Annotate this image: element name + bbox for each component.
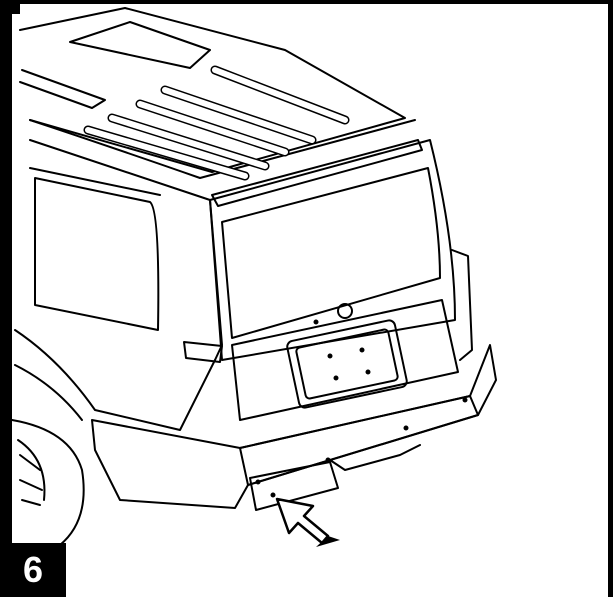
sunroof	[69, 21, 211, 69]
quarter-panel	[14, 329, 216, 431]
roof-outline	[19, 7, 406, 173]
roof-rib	[85, 127, 248, 179]
liftgate-handle	[337, 303, 353, 319]
side-window	[34, 177, 160, 331]
rear-wheel	[11, 419, 85, 546]
panel-border-right	[608, 0, 613, 597]
hitch-receiver-area	[249, 461, 339, 511]
bumper-step-pad	[239, 395, 479, 486]
liftgate-outline	[209, 139, 456, 361]
step-number-badge: 6	[0, 543, 66, 597]
license-plate	[295, 328, 399, 400]
body-side-top	[29, 139, 211, 201]
liftgate-lower	[231, 299, 459, 421]
tail-lamp-right	[451, 249, 473, 361]
license-plate-frame	[286, 319, 408, 409]
wheel-hub	[17, 439, 46, 501]
panel-border-top	[0, 0, 613, 4]
rear-bumper	[91, 344, 497, 509]
rear-spoiler	[211, 139, 423, 207]
bumper-recess	[329, 444, 421, 471]
side-window-inner	[29, 167, 161, 196]
panel-border-left	[0, 0, 12, 597]
roof-rib	[137, 101, 288, 155]
roof-rib	[212, 67, 348, 123]
roof-rib	[109, 115, 268, 169]
rear-window	[221, 167, 441, 339]
arrow-icon	[275, 497, 340, 547]
roof-rib	[162, 87, 315, 143]
roof-rear-edge	[29, 119, 416, 179]
panel-corner	[0, 0, 20, 14]
wheel-spokes	[19, 454, 43, 506]
roof-side-panel	[19, 69, 106, 109]
tail-lamp-left	[183, 341, 223, 363]
quarter-panel-line	[14, 364, 83, 421]
